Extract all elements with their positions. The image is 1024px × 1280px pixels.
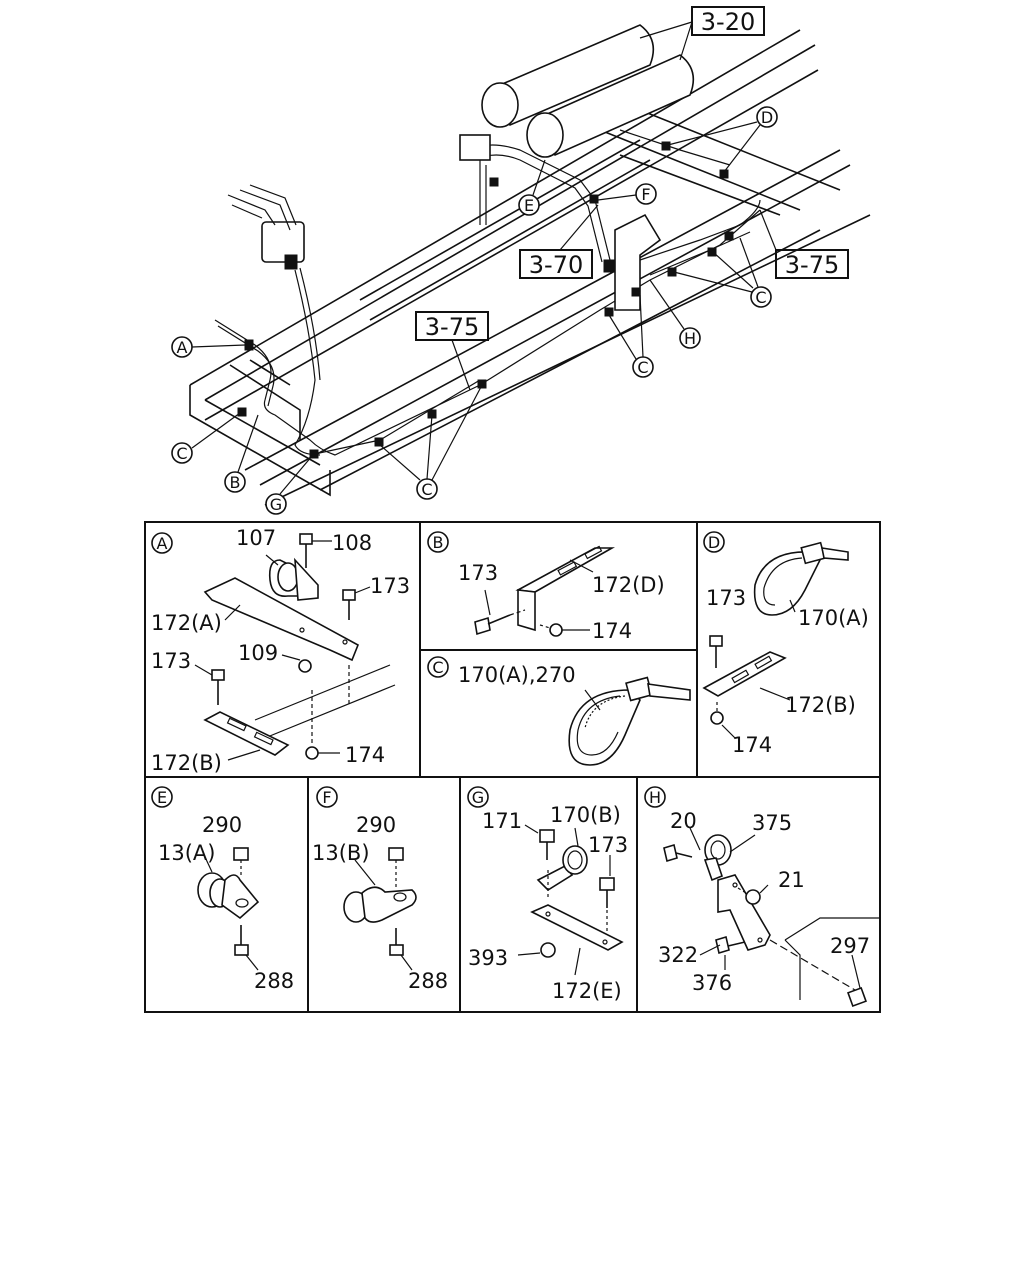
svg-text:172(A): 172(A) bbox=[151, 611, 222, 635]
panel-h: H 20 375 21 322 297 376 bbox=[644, 786, 880, 1007]
svg-text:376: 376 bbox=[692, 971, 732, 995]
chassis-overview: 3-20 3-70 3-75 3-75 A B bbox=[171, 6, 871, 515]
svg-text:172(D): 172(D) bbox=[592, 573, 665, 597]
svg-text:G: G bbox=[270, 495, 282, 514]
panel-e: E 290 13(A) 288 bbox=[151, 786, 294, 993]
panel-g: G 171 170(B) 173 393 172(E) bbox=[467, 786, 628, 1003]
svg-text:H: H bbox=[684, 329, 696, 348]
svg-text:D: D bbox=[708, 533, 720, 552]
svg-text:D: D bbox=[761, 108, 773, 127]
svg-text:322: 322 bbox=[658, 943, 698, 967]
svg-text:297: 297 bbox=[830, 934, 870, 958]
svg-text:109: 109 bbox=[238, 641, 278, 665]
svg-text:3-20: 3-20 bbox=[701, 8, 755, 36]
svg-text:108: 108 bbox=[332, 531, 372, 555]
svg-text:170(B): 170(B) bbox=[550, 803, 621, 827]
svg-text:174: 174 bbox=[345, 743, 385, 767]
callout-b[interactable]: B bbox=[224, 414, 259, 493]
svg-text:172(B): 172(B) bbox=[785, 693, 856, 717]
detail-grid bbox=[144, 521, 881, 1013]
ref-3-75-center[interactable]: 3-75 bbox=[415, 311, 489, 391]
svg-text:B: B bbox=[433, 533, 444, 552]
svg-text:174: 174 bbox=[592, 619, 632, 643]
callout-c-bottom[interactable]: C bbox=[379, 384, 483, 500]
svg-text:171: 171 bbox=[482, 809, 522, 833]
svg-text:C: C bbox=[637, 358, 648, 377]
callout-c-middle[interactable]: C bbox=[608, 294, 654, 378]
callout-e[interactable]: E bbox=[518, 159, 546, 216]
svg-text:3-75: 3-75 bbox=[785, 251, 839, 279]
svg-text:C: C bbox=[421, 480, 432, 499]
svg-text:172(E): 172(E) bbox=[552, 979, 622, 1003]
callout-g[interactable]: G bbox=[265, 455, 313, 515]
callout-c-right[interactable]: C bbox=[673, 237, 772, 308]
svg-text:C: C bbox=[432, 658, 443, 677]
svg-text:H: H bbox=[649, 788, 661, 807]
svg-text:20: 20 bbox=[670, 809, 697, 833]
svg-text:173: 173 bbox=[588, 833, 628, 857]
svg-text:3-75: 3-75 bbox=[425, 313, 479, 341]
svg-text:3-70: 3-70 bbox=[529, 251, 583, 279]
svg-text:173: 173 bbox=[706, 586, 746, 610]
svg-text:173: 173 bbox=[370, 574, 410, 598]
svg-text:F: F bbox=[641, 185, 650, 204]
svg-text:172(B): 172(B) bbox=[151, 751, 222, 775]
svg-text:21: 21 bbox=[778, 868, 805, 892]
callout-h[interactable]: H bbox=[649, 279, 701, 349]
svg-text:13(A): 13(A) bbox=[158, 841, 215, 865]
svg-text:290: 290 bbox=[356, 813, 396, 837]
svg-text:B: B bbox=[230, 473, 241, 492]
svg-text:A: A bbox=[157, 534, 168, 553]
svg-text:E: E bbox=[524, 196, 534, 215]
panel-c: C 170(A),270 bbox=[427, 656, 691, 766]
svg-text:170(A): 170(A) bbox=[798, 606, 869, 630]
svg-text:288: 288 bbox=[254, 969, 294, 993]
panel-b: B 173 172(D) 174 bbox=[427, 531, 665, 643]
svg-text:393: 393 bbox=[468, 946, 508, 970]
callout-c-left[interactable]: C bbox=[171, 412, 241, 464]
svg-text:173: 173 bbox=[151, 649, 191, 673]
callout-d[interactable]: D bbox=[667, 106, 778, 173]
svg-text:C: C bbox=[176, 444, 187, 463]
svg-text:A: A bbox=[177, 338, 188, 357]
svg-text:C: C bbox=[755, 288, 766, 307]
svg-text:13(B): 13(B) bbox=[312, 841, 370, 865]
svg-text:170(A),270: 170(A),270 bbox=[458, 663, 576, 687]
svg-text:375: 375 bbox=[752, 811, 792, 835]
ref-3-20[interactable]: 3-20 bbox=[639, 6, 765, 61]
svg-text:290: 290 bbox=[202, 813, 242, 837]
svg-text:288: 288 bbox=[408, 969, 448, 993]
svg-text:E: E bbox=[157, 788, 167, 807]
svg-text:174: 174 bbox=[732, 733, 772, 757]
callout-a[interactable]: A bbox=[171, 336, 246, 358]
svg-text:F: F bbox=[322, 788, 331, 807]
air-tanks bbox=[481, 24, 695, 158]
svg-text:G: G bbox=[472, 788, 484, 807]
panel-a: A bbox=[151, 526, 410, 775]
svg-text:107: 107 bbox=[236, 526, 276, 550]
ref-3-70[interactable]: 3-70 bbox=[519, 204, 599, 279]
ref-3-75-right[interactable]: 3-75 bbox=[759, 209, 849, 279]
panel-f: F 290 13(B) 288 bbox=[312, 786, 448, 993]
svg-text:173: 173 bbox=[458, 561, 498, 585]
callout-f[interactable]: F bbox=[597, 183, 657, 205]
panel-d: D 173 170(A) 172(B) 174 bbox=[702, 531, 869, 757]
